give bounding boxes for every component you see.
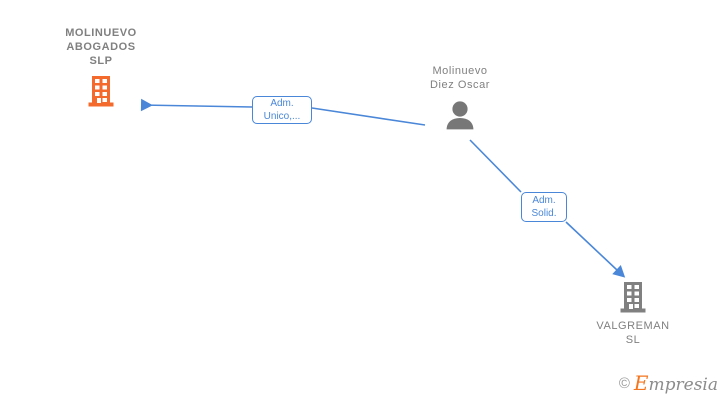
building-icon bbox=[570, 281, 696, 313]
person-icon bbox=[392, 100, 528, 130]
copyright-icon: © bbox=[618, 375, 630, 392]
edge-line-solid-lower bbox=[565, 221, 626, 278]
node-company-molinuevo[interactable]: MOLINUEVO ABOGADOS SLP bbox=[27, 26, 175, 107]
brand-wordmark: Empresia bbox=[634, 373, 718, 394]
edge-line-solid-upper bbox=[469, 139, 522, 193]
building-icon bbox=[27, 75, 175, 107]
node-label-person: Molinuevo Diez Oscar bbox=[430, 65, 490, 91]
edge-label-adm-solid[interactable]: Adm. Solid. bbox=[521, 192, 567, 222]
node-label-molinuevo: MOLINUEVO ABOGADOS SLP bbox=[65, 27, 137, 67]
node-person-molinuevo-diez-oscar[interactable]: Molinuevo Diez Oscar bbox=[392, 64, 528, 130]
brand-initial: E bbox=[633, 371, 649, 395]
node-company-valgreman[interactable]: VALGREMAN SL bbox=[570, 281, 696, 347]
watermark-empresia: © Empresia bbox=[619, 373, 718, 394]
edge-label-adm-unico[interactable]: Adm. Unico,... bbox=[252, 96, 312, 124]
node-label-valgreman: VALGREMAN SL bbox=[596, 320, 670, 346]
brand-rest: mpresia bbox=[648, 375, 719, 395]
